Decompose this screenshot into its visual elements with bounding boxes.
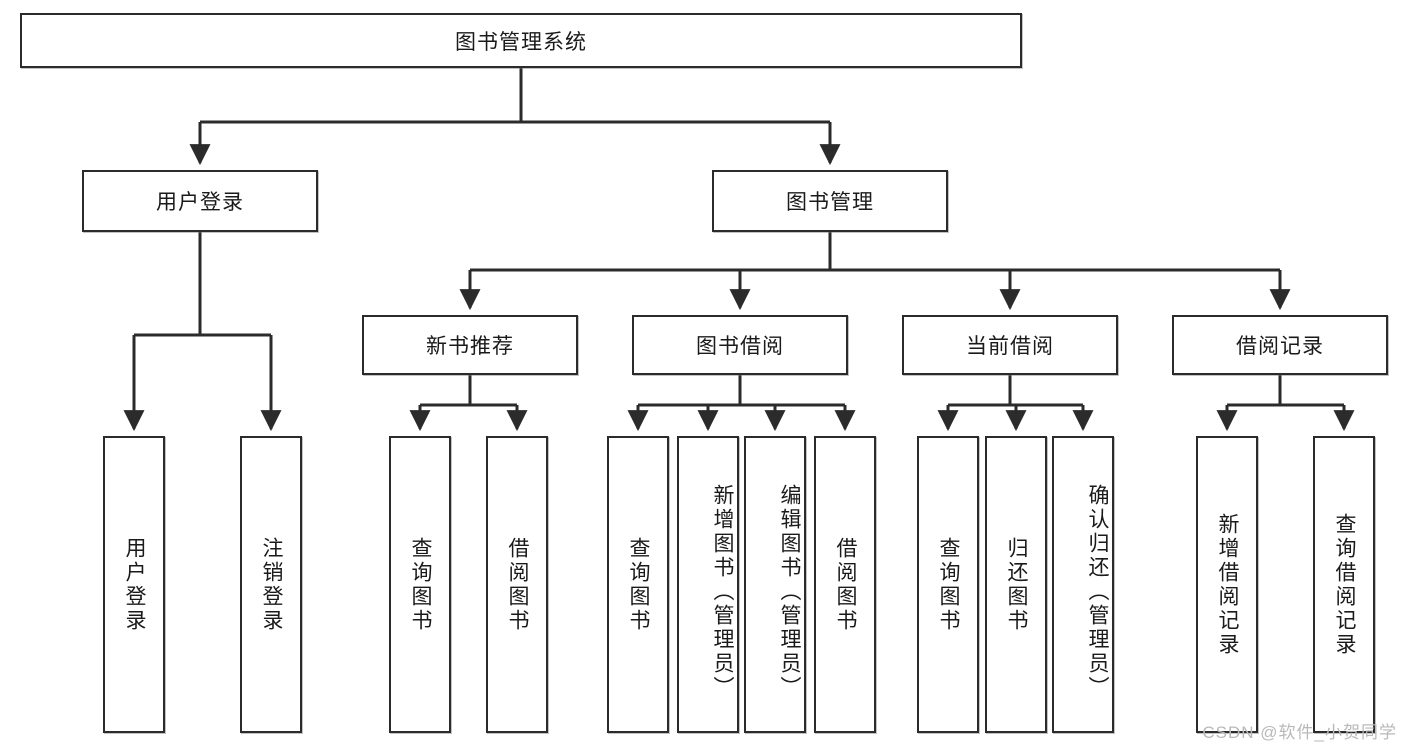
node-leaf-borrow-book-recommend[interactable]: 借阅图书 — [486, 436, 548, 733]
node-leaf-edit-book[interactable]: 编辑图书（管理员） — [744, 436, 806, 733]
node-leaf-add-book-label: 新增图书（管理员） — [711, 483, 734, 700]
node-leaf-user-login[interactable]: 用户登录 — [103, 436, 165, 733]
node-leaf-query-book-borrow[interactable]: 查询图书 — [607, 436, 669, 733]
node-new-book-recommend[interactable]: 新书推荐 — [362, 315, 578, 375]
node-current-borrow-label: 当前借阅 — [966, 335, 1054, 358]
node-leaf-logout[interactable]: 注销登录 — [240, 436, 302, 733]
node-book-borrow-label: 图书借阅 — [696, 335, 784, 358]
node-leaf-edit-book-label: 编辑图书（管理员） — [778, 483, 801, 700]
node-leaf-return-book-label: 归还图书 — [1005, 536, 1028, 633]
node-leaf-query-borrow-record-label: 查询借阅记录 — [1333, 512, 1356, 657]
node-leaf-borrow-book-label: 借阅图书 — [834, 536, 857, 633]
node-book-management[interactable]: 图书管理 — [712, 170, 948, 232]
node-leaf-query-book-current-label: 查询图书 — [937, 536, 960, 633]
node-leaf-logout-label: 注销登录 — [260, 536, 283, 633]
node-leaf-user-login-label: 用户登录 — [123, 536, 146, 633]
node-borrow-record-label: 借阅记录 — [1236, 335, 1324, 358]
node-leaf-query-book-recommend-label: 查询图书 — [409, 536, 432, 633]
node-leaf-confirm-return-label: 确认归还（管理员） — [1086, 483, 1109, 700]
node-leaf-add-borrow-record[interactable]: 新增借阅记录 — [1196, 436, 1258, 733]
node-new-book-recommend-label: 新书推荐 — [426, 335, 514, 358]
node-leaf-add-borrow-record-label: 新增借阅记录 — [1216, 512, 1239, 657]
node-leaf-query-book-recommend[interactable]: 查询图书 — [389, 436, 451, 733]
node-leaf-borrow-book[interactable]: 借阅图书 — [814, 436, 876, 733]
node-leaf-query-book-current[interactable]: 查询图书 — [917, 436, 979, 733]
node-leaf-query-borrow-record[interactable]: 查询借阅记录 — [1313, 436, 1375, 733]
node-book-management-label: 图书管理 — [786, 191, 874, 214]
node-user-login[interactable]: 用户登录 — [82, 170, 318, 232]
node-root-label: 图书管理系统 — [455, 30, 587, 54]
node-leaf-query-book-borrow-label: 查询图书 — [627, 536, 650, 633]
node-book-borrow[interactable]: 图书借阅 — [632, 315, 848, 375]
csdn-watermark: CSDN @软件_小贺同学 — [1202, 723, 1397, 742]
node-leaf-borrow-book-recommend-label: 借阅图书 — [506, 536, 529, 633]
node-current-borrow[interactable]: 当前借阅 — [902, 315, 1118, 375]
node-leaf-add-book[interactable]: 新增图书（管理员） — [677, 436, 739, 733]
node-user-login-label: 用户登录 — [156, 191, 244, 214]
node-leaf-return-book[interactable]: 归还图书 — [985, 436, 1047, 733]
node-leaf-confirm-return[interactable]: 确认归还（管理员） — [1052, 436, 1114, 733]
node-root[interactable]: 图书管理系统 — [20, 13, 1022, 68]
node-borrow-record[interactable]: 借阅记录 — [1172, 315, 1388, 375]
